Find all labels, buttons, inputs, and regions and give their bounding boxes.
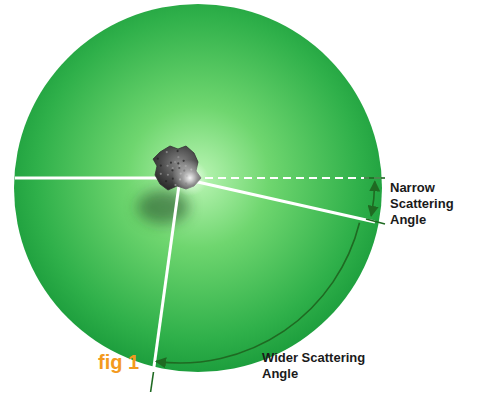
texture-dot <box>167 174 169 176</box>
texture-dot <box>176 150 178 152</box>
texture-dot <box>171 169 173 171</box>
wide-scattered-ray <box>152 178 180 381</box>
angle-tick <box>364 177 385 179</box>
scatter-glow <box>172 160 208 196</box>
texture-dot <box>174 161 176 163</box>
angle-markers <box>151 178 385 392</box>
texture-dot <box>166 151 168 153</box>
scattering-sphere <box>14 4 382 372</box>
forward-path <box>205 177 381 179</box>
angle-label: Narrow Scattering Angle <box>390 180 470 228</box>
texture-dot <box>166 165 168 167</box>
texture-dot <box>160 165 162 167</box>
angle-tick <box>151 372 154 392</box>
texture-dot <box>157 158 159 160</box>
figure-number: fig 1 <box>98 350 139 375</box>
angle-label: Wider Scattering Angle <box>262 350 380 382</box>
texture-dot <box>160 173 162 175</box>
texture-dot <box>165 180 167 182</box>
angle-tick <box>366 219 385 224</box>
particle-shadow <box>137 190 189 224</box>
wide-angle-arc <box>156 223 360 363</box>
narrow-scattered-ray <box>180 178 375 222</box>
incident-beam <box>15 177 180 180</box>
texture-dot <box>170 162 172 164</box>
texture-dot <box>172 167 174 169</box>
texture-dot <box>177 156 179 158</box>
narrow-angle-arc <box>371 181 375 216</box>
